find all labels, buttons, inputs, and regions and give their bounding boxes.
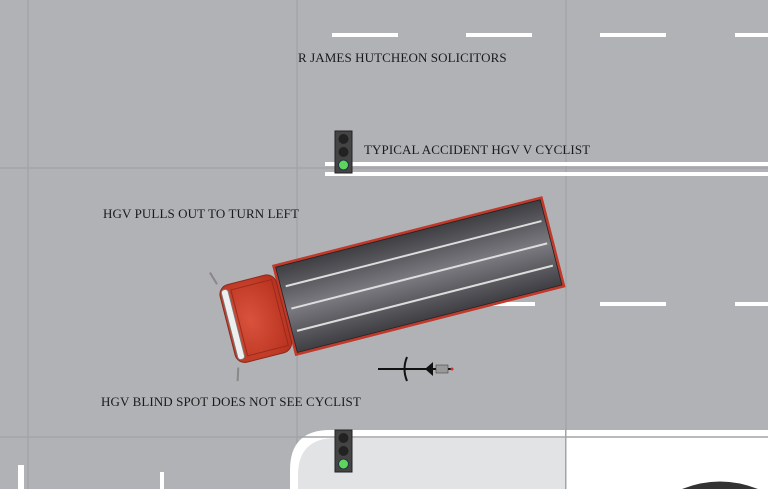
cab: [209, 272, 293, 382]
grid-line: [565, 430, 567, 489]
traffic-light-top: [334, 130, 353, 174]
diagram-title: R JAMES HUTCHEON SOLICITORS: [298, 50, 507, 65]
road-marking: [160, 472, 164, 489]
roundabout-edge: [682, 481, 758, 489]
label-hgv-turn: HGV PULLS OUT TO TURN LEFT: [103, 206, 300, 221]
stop-line: [325, 162, 768, 176]
lane-dashes-middle: [465, 302, 768, 306]
road-marking: [18, 465, 24, 489]
label-blind-spot: HGV BLIND SPOT DOES NOT SEE CYCLIST: [101, 394, 361, 409]
traffic-light-bottom: [334, 429, 353, 473]
diagram-subtitle: TYPICAL ACCIDENT HGV V CYCLIST: [364, 142, 591, 157]
pavement-inner: [298, 438, 566, 489]
trailer: [272, 196, 566, 357]
hgv-truck: [209, 196, 566, 382]
lane-dashes-top: [332, 33, 768, 37]
cyclist: [378, 356, 454, 382]
